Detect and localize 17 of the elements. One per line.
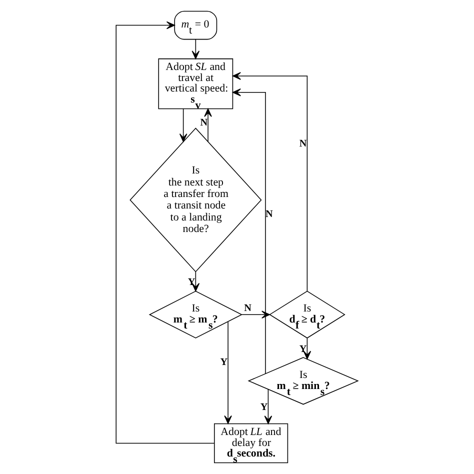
edge-label: N [200, 117, 208, 128]
arrow [204, 108, 212, 142]
arrow [116, 21, 215, 444]
edge-label: N [244, 303, 252, 314]
arrow [192, 39, 200, 60]
node-diamond: Is the next step a transfer from a transit node to a landing node? [130, 128, 262, 272]
edge-label: Y [220, 357, 228, 368]
arrow [224, 322, 232, 424]
arrow [179, 108, 188, 142]
edge-label: Y [188, 276, 196, 288]
arrow [232, 88, 266, 374]
edge-label: N [299, 138, 307, 150]
arrow [303, 338, 312, 360]
edge-label: Y [299, 344, 307, 355]
arrow [192, 272, 200, 292]
arrow [232, 72, 308, 292]
arrow [264, 388, 272, 424]
